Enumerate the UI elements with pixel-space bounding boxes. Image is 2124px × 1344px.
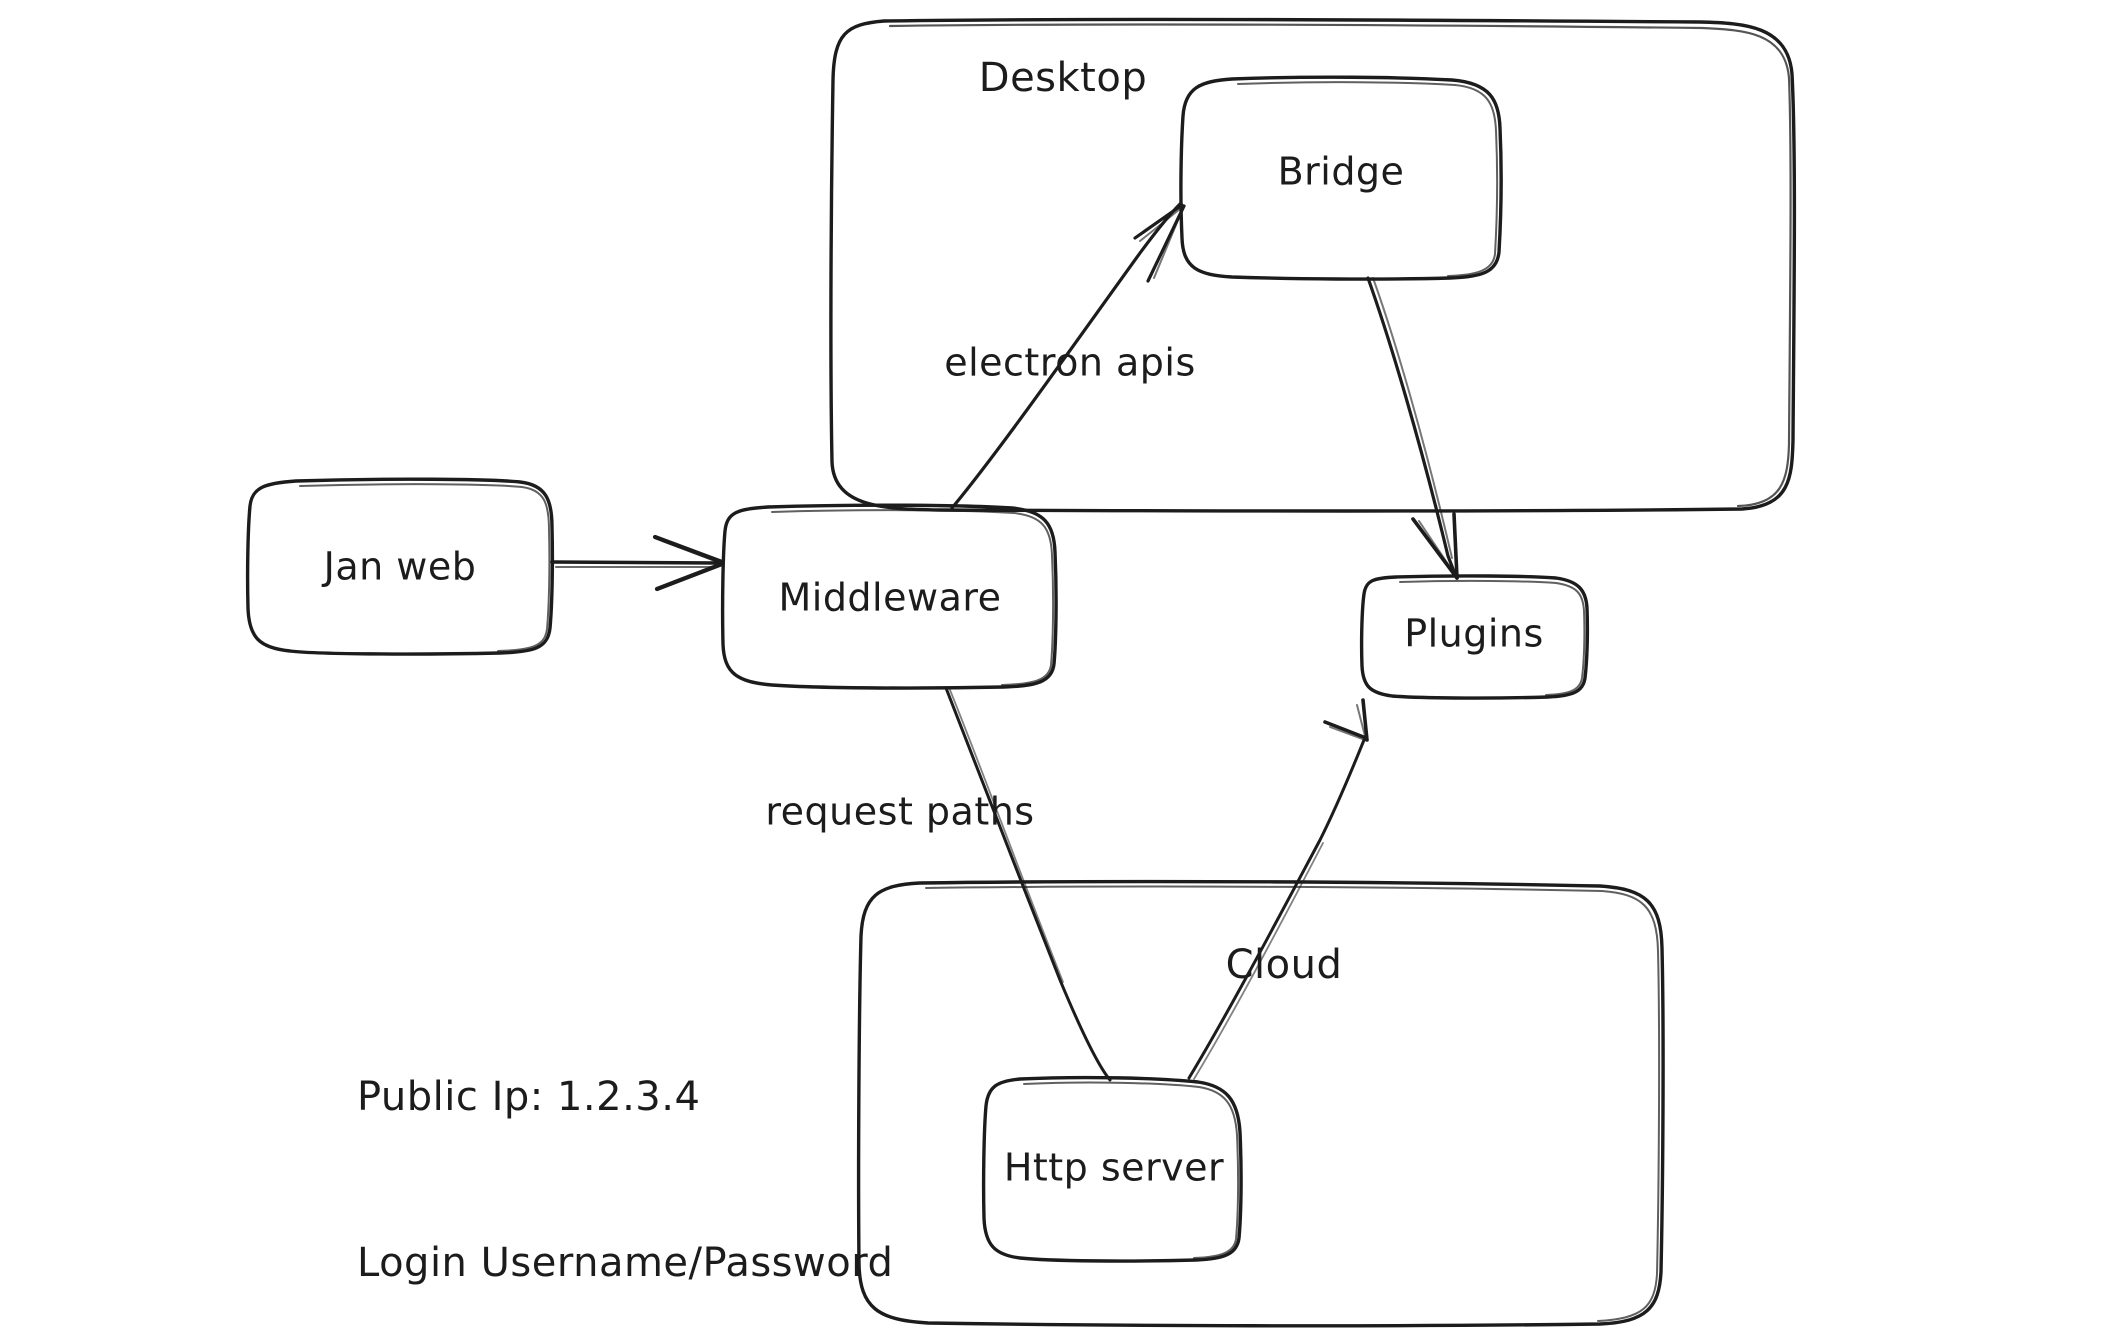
- node-label-middleware[interactable]: Middleware: [778, 575, 1002, 620]
- edge-bridge-to-plugins: [1366, 276, 1459, 580]
- group-desktop-outline: [829, 17, 1797, 513]
- group-cloud-outline: [856, 879, 1665, 1328]
- edge-janweb-to-middleware: [550, 534, 725, 592]
- edge-middleware-to-bridge: [950, 202, 1186, 510]
- note-line-public-ip: Public Ip: 1.2.3.4: [357, 1074, 701, 1121]
- node-label-plugins[interactable]: Plugins: [1404, 611, 1544, 656]
- group-label-desktop: Desktop: [978, 55, 1148, 101]
- edge-label-request-paths: request paths: [765, 789, 1035, 834]
- note-public-ip: Public Ip: 1.2.3.4 Login Username/Passwo…: [357, 960, 893, 1344]
- group-label-cloud: Cloud: [1225, 942, 1343, 988]
- edge-middleware-to-http-server: [944, 686, 1112, 1082]
- node-middleware-outline: [720, 503, 1058, 690]
- node-label-http-server[interactable]: Http server: [1003, 1145, 1225, 1190]
- node-bridge-outline: [1179, 75, 1503, 281]
- note-line-login: Login Username/Password: [357, 1239, 894, 1286]
- node-http-server-outline: [981, 1075, 1243, 1263]
- node-plugins-outline: [1359, 574, 1590, 700]
- edge-label-electron-apis: electron apis: [944, 340, 1196, 385]
- edge-http-server-to-plugins: [1187, 698, 1369, 1080]
- node-jan-web-outline: [245, 477, 555, 656]
- node-label-bridge[interactable]: Bridge: [1277, 149, 1405, 194]
- node-label-jan-web[interactable]: Jan web: [323, 544, 477, 589]
